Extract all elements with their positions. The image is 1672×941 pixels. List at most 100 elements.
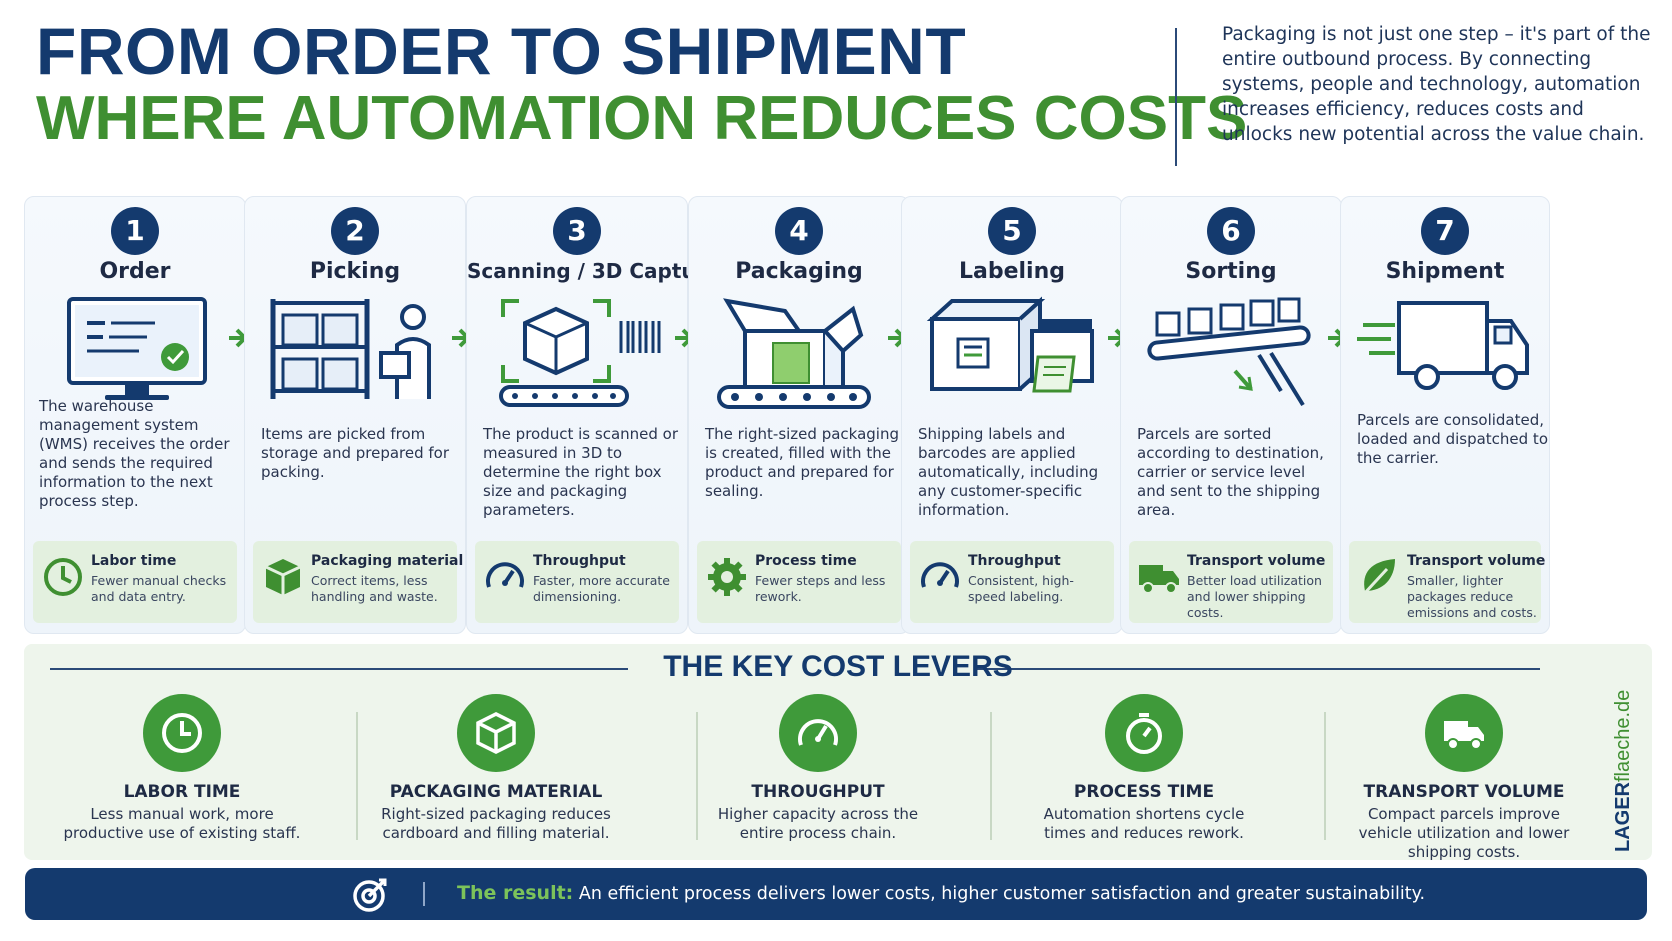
lever-throughput: THROUGHPUT Higher capacity across the en…: [668, 688, 968, 858]
shelf-worker-icon: [270, 299, 431, 399]
step-name: Sorting: [1185, 259, 1277, 284]
step-description: Items are picked from storage and prepar…: [261, 425, 450, 481]
gauge-icon: [921, 562, 959, 588]
gauge-icon: [486, 562, 524, 588]
benefit-box: Packaging material Correct items, less h…: [253, 541, 463, 623]
step-number: 2: [331, 207, 379, 255]
step-name: Picking: [309, 259, 401, 284]
result-label: The result:: [457, 882, 574, 904]
step-sorting: 6 Sorting Parcels are sorted according t…: [1120, 196, 1342, 634]
truck-icon: [1139, 565, 1179, 594]
step-description: Parcels are sorted according to destinat…: [1137, 425, 1324, 519]
target-icon: [353, 878, 387, 912]
lever-divider: [990, 712, 992, 840]
lever-title: LABOR TIME: [123, 782, 241, 802]
step-number: 7: [1421, 207, 1469, 255]
lever-packaging-material: PACKAGING MATERIAL Right-sized packaging…: [346, 688, 646, 858]
stopwatch-icon: [1126, 713, 1162, 754]
levers-title: THE KEY COST LEVERS: [663, 650, 1013, 683]
intro-text: Packaging is not just one step – it's pa…: [1222, 24, 1651, 145]
step-shipment: 7 Shipment Parcels are consolidated, loa…: [1340, 196, 1550, 634]
clock-icon: [44, 558, 82, 596]
benefit-text: Fewer manual checks and data entry.: [91, 573, 227, 604]
benefit-title: Process time: [755, 553, 857, 569]
benefit-title: Throughput: [533, 553, 626, 569]
result-banner: The result: An efficient process deliver…: [25, 868, 1647, 920]
lever-icon-circle: [1105, 694, 1183, 772]
result-divider: [423, 882, 425, 906]
monitor-check-icon: [67, 297, 207, 400]
box-icon: [265, 559, 301, 595]
scanner-box-icon: [499, 299, 661, 407]
label-printer-icon: [926, 296, 1094, 393]
lever-title: PACKAGING MATERIAL: [389, 782, 603, 802]
step-description: Parcels are consolidated, loaded and dis…: [1357, 411, 1548, 467]
step-picking: 2 Picking Items are picked from storage …: [244, 196, 466, 634]
brand-part1: LAGER: [1612, 782, 1634, 852]
benefit-box: Throughput Consistent, high-speed labeli…: [910, 541, 1114, 623]
benefit-text: Correct items, less handling and waste.: [311, 573, 438, 604]
brand-logo: LAGERflaeche.de: [1612, 690, 1635, 852]
step-name: Order: [99, 259, 171, 284]
step-order: 1 Order The warehouse management system …: [24, 196, 246, 634]
benefit-text: Fewer steps and less rework.: [755, 573, 886, 604]
lever-text: Right-sized packaging reduces cardboard …: [381, 805, 611, 842]
section-rule-right: [974, 668, 1540, 670]
lever-text: Compact parcels improve vehicle utilizat…: [1358, 805, 1570, 861]
step-number: 1: [111, 207, 159, 255]
lever-title: PROCESS TIME: [1073, 782, 1215, 802]
benefit-text: Consistent, high-speed labeling.: [968, 573, 1074, 604]
lever-divider: [1324, 712, 1326, 840]
brand-part2: flaeche.de: [1612, 689, 1634, 782]
step-description: The warehouse management system (WMS) re…: [39, 397, 230, 510]
benefit-box: Transport volume Better load utilization…: [1129, 541, 1333, 623]
benefit-box: Process time Fewer steps and less rework…: [697, 541, 901, 623]
leaf-icon: [1361, 559, 1395, 597]
section-rule-left: [50, 668, 628, 670]
open-box-conveyor-icon: [717, 298, 871, 409]
main-title-line1: FROM ORDER TO SHIPMENT: [36, 14, 967, 88]
header-divider: [1175, 28, 1177, 166]
step-number: 4: [775, 207, 823, 255]
result-message: An efficient process delivers lower cost…: [573, 884, 1426, 904]
benefit-text: Smaller, lighter packages reduce emissio…: [1407, 573, 1537, 620]
step-name: Shipment: [1385, 259, 1505, 284]
gear-icon: [708, 558, 746, 596]
step-description: The right-sized packaging is created, fi…: [705, 425, 899, 500]
step-number: 3: [553, 207, 601, 255]
lever-labor-time: LABOR TIME Less manual work, more produc…: [32, 688, 332, 858]
delivery-truck-icon: [1357, 301, 1529, 390]
lever-text: Higher capacity across the entire proces…: [717, 805, 919, 842]
benefit-title: Transport volume: [1187, 553, 1326, 569]
benefit-box: Labor time Fewer manual checks and data …: [33, 541, 237, 623]
lever-title: THROUGHPUT: [751, 782, 885, 802]
step-description: Shipping labels and barcodes are applied…: [918, 425, 1099, 519]
benefit-title: Labor time: [91, 553, 177, 569]
benefit-box: Throughput Faster, more accurate dimensi…: [475, 541, 679, 623]
lever-text: Less manual work, more productive use of…: [63, 805, 301, 842]
step-description: The product is scanned or measured in 3D…: [483, 425, 679, 519]
box-icon: [476, 712, 516, 754]
benefit-title: Transport volume: [1407, 553, 1546, 569]
lever-transport-volume: TRANSPORT VOLUME Compact parcels improve…: [1314, 688, 1614, 861]
lever-process-time: PROCESS TIME Automation shortens cycle t…: [994, 688, 1294, 858]
truck-icon: [1444, 721, 1484, 750]
step-labeling: 5 Labeling Shipping labels and barcodes …: [901, 196, 1123, 634]
result-text: The result: An efficient process deliver…: [457, 882, 1425, 904]
clock-icon: [162, 713, 202, 753]
lever-icon-circle: [779, 694, 857, 772]
step-packaging: 4 Packaging The right-sized packaging is…: [688, 196, 910, 634]
process-steps: 1 Order The warehouse management system …: [24, 196, 1652, 634]
key-cost-levers-section: THE KEY COST LEVERS LABOR TIME Less manu…: [24, 644, 1652, 861]
lever-title: TRANSPORT VOLUME: [1363, 782, 1565, 802]
step-name: Labeling: [958, 259, 1066, 284]
sorter-conveyor-icon: [1147, 297, 1311, 407]
benefit-title: Packaging material: [311, 553, 464, 569]
lever-divider: [356, 712, 358, 840]
benefit-text: Faster, more accurate dimensioning.: [533, 573, 670, 604]
benefit-box: Transport volume Smaller, lighter packag…: [1349, 541, 1545, 623]
lever-icon-circle: [457, 694, 535, 772]
lever-icon-circle: [1425, 694, 1503, 772]
step-number: 5: [988, 207, 1036, 255]
